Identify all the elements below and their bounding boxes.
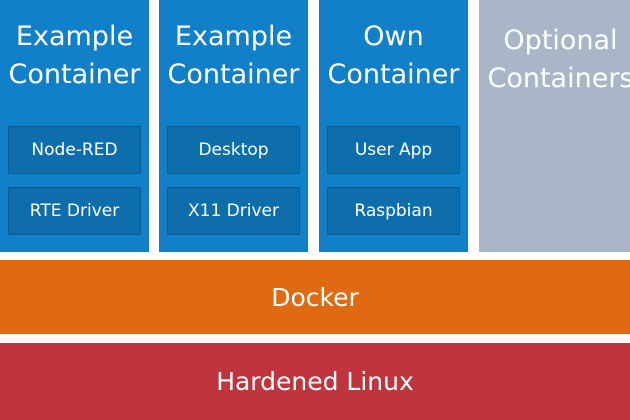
- component-raspbian: Raspbian: [327, 187, 460, 235]
- title-line-2: Container: [327, 59, 460, 90]
- title-line-1: Example: [174, 21, 293, 52]
- title-line-2: Container: [8, 59, 141, 90]
- component-user-app: User App: [327, 126, 460, 174]
- component-desktop: Desktop: [167, 126, 300, 174]
- container-title: Optional Containers: [483, 22, 630, 98]
- container-title: Example Container: [159, 18, 308, 94]
- title-line-2: Containers: [487, 63, 630, 94]
- title-line-1: Own: [363, 21, 424, 52]
- title-line-1: Optional: [503, 25, 618, 56]
- component-rte-driver: RTE Driver: [8, 187, 141, 235]
- container-column-3: Own Container User App Raspbian: [319, 0, 468, 252]
- component-node-red: Node-RED: [8, 126, 141, 174]
- container-title: Example Container: [0, 18, 149, 94]
- container-column-1: Example Container Node-RED RTE Driver: [0, 0, 149, 252]
- container-column-optional: Optional Containers: [479, 0, 630, 252]
- title-line-1: Example: [15, 21, 134, 52]
- title-line-2: Container: [167, 59, 300, 90]
- container-title: Own Container: [319, 18, 468, 94]
- component-x11-driver: X11 Driver: [167, 187, 300, 235]
- linux-layer: Hardened Linux: [0, 343, 630, 420]
- container-column-2: Example Container Desktop X11 Driver: [159, 0, 308, 252]
- docker-layer: Docker: [0, 260, 630, 334]
